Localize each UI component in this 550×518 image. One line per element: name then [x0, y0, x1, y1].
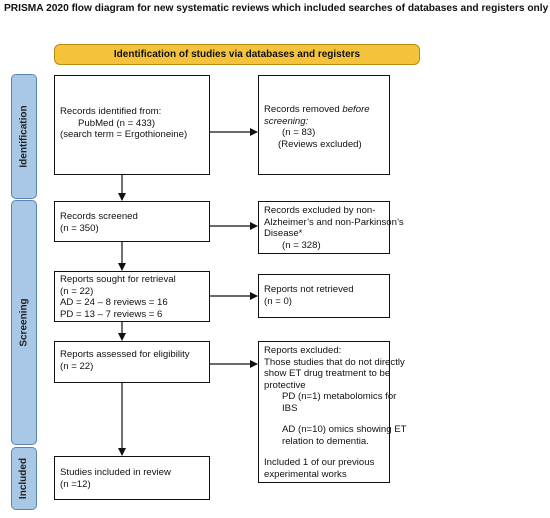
- records-screened-box: Records screened (n = 350): [54, 201, 210, 242]
- reports-sought-box: Reports sought for retrieval (n = 22) AD…: [54, 271, 210, 322]
- reports-excluded-line1: Reports excluded:: [264, 345, 342, 356]
- studies-included-line1: Studies included in review: [60, 467, 171, 478]
- reports-excluded-line8: relation to dementia.: [282, 435, 369, 447]
- records-removed-line3: (n = 83): [282, 127, 316, 138]
- reports-excluded-spacer-1: [264, 414, 384, 424]
- records-removed-line4: (Reviews excluded): [278, 138, 362, 150]
- reports-assessed-line1: Reports assessed for eligibility: [60, 349, 190, 360]
- identification-banner: Identification of studies via databases …: [54, 44, 420, 65]
- records-identified-line1: Records identified from:: [60, 106, 162, 117]
- phase-screening: Screening: [11, 200, 37, 445]
- reports-excluded-line3: show ET drug treatment to be: [264, 368, 391, 379]
- studies-included-box: Studies included in review (n =12): [54, 456, 210, 500]
- records-screened-line2: (n = 350): [60, 222, 99, 234]
- reports-assessed-box: Reports assessed for eligibility (n = 22…: [54, 341, 210, 383]
- records-excluded-box: Records excluded by non- Alzheimer’s and…: [258, 201, 404, 254]
- records-identified-line3: (search term = Ergothioneine): [60, 129, 188, 140]
- phase-included: Included: [11, 447, 37, 510]
- reports-excluded-spacer-2: [264, 447, 384, 457]
- records-identified-box: Records identified from: PubMed (n = 433…: [54, 75, 210, 175]
- reports-excluded-line10: experimental works: [264, 468, 347, 480]
- reports-sought-line4: PD = 13 – 7 reviews = 6: [60, 308, 163, 320]
- reports-excluded-line9: Included 1 of our previous: [264, 457, 375, 468]
- records-excluded-line2: Alzheimer’s and non-Parkinson’s: [264, 216, 404, 228]
- diagram-title: PRISMA 2020 flow diagram for new systema…: [4, 3, 549, 14]
- reports-assessed-line2: (n = 22): [60, 360, 94, 372]
- records-identified-line2: PubMed (n = 433): [78, 117, 156, 129]
- records-removed-line1-text: Records removed: [264, 104, 343, 115]
- records-excluded-line3: Disease*: [264, 228, 303, 239]
- records-removed-line1: Records removed before: [264, 104, 384, 116]
- phase-identification: Identification: [11, 74, 37, 199]
- reports-sought-line3: AD = 24 – 8 reviews = 16: [60, 297, 168, 308]
- reports-excluded-line6: IBS: [282, 402, 298, 414]
- reports-excluded-line7: AD (n=10) omics showing ET: [282, 424, 407, 435]
- reports-excluded-line5: PD (n=1) metabolomics for: [282, 391, 397, 402]
- reports-sought-line2: (n = 22): [60, 285, 94, 297]
- reports-excluded-line2: Those studies that do not directly: [264, 356, 405, 368]
- records-removed-line2: screening:: [264, 115, 309, 127]
- reports-not-retrieved-box: Reports not retrieved (n = 0): [258, 274, 390, 318]
- studies-included-line2: (n =12): [60, 478, 91, 490]
- records-excluded-line4: (n = 328): [282, 239, 321, 251]
- records-screened-line1: Records screened: [60, 211, 138, 222]
- records-removed-line1-italic: before: [342, 104, 370, 115]
- reports-excluded-box: Reports excluded: Those studies that do …: [258, 341, 407, 483]
- reports-not-retrieved-line2: (n = 0): [264, 295, 292, 307]
- records-excluded-line1: Records excluded by non-: [264, 205, 376, 216]
- reports-sought-line1: Reports sought for retrieval: [60, 274, 176, 285]
- records-removed-box: Records removed before screening: (n = 8…: [258, 75, 390, 175]
- reports-not-retrieved-line1: Reports not retrieved: [264, 284, 354, 295]
- reports-excluded-line4: protective: [264, 379, 306, 391]
